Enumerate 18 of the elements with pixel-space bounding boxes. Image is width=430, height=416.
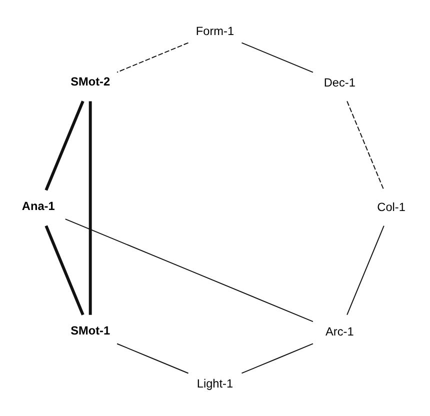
node-text: SMot-1 [70,324,110,338]
connector [346,225,384,316]
connector [116,343,189,374]
connector [116,42,189,73]
node-text: Arc-1 [326,324,354,339]
node-text: Col-1 [377,200,406,214]
connector [88,101,92,315]
connector [64,218,314,322]
connector [346,100,384,191]
node-text: Light-1 [196,376,234,390]
node-text: SMot-2 [70,74,110,88]
node-text: Form-1 [196,24,234,38]
connector [241,42,314,73]
connector [44,225,84,316]
node-text: Ana-1 [22,199,55,214]
connector [241,343,314,374]
node-text: Dec-1 [324,75,356,90]
connector [44,100,84,191]
